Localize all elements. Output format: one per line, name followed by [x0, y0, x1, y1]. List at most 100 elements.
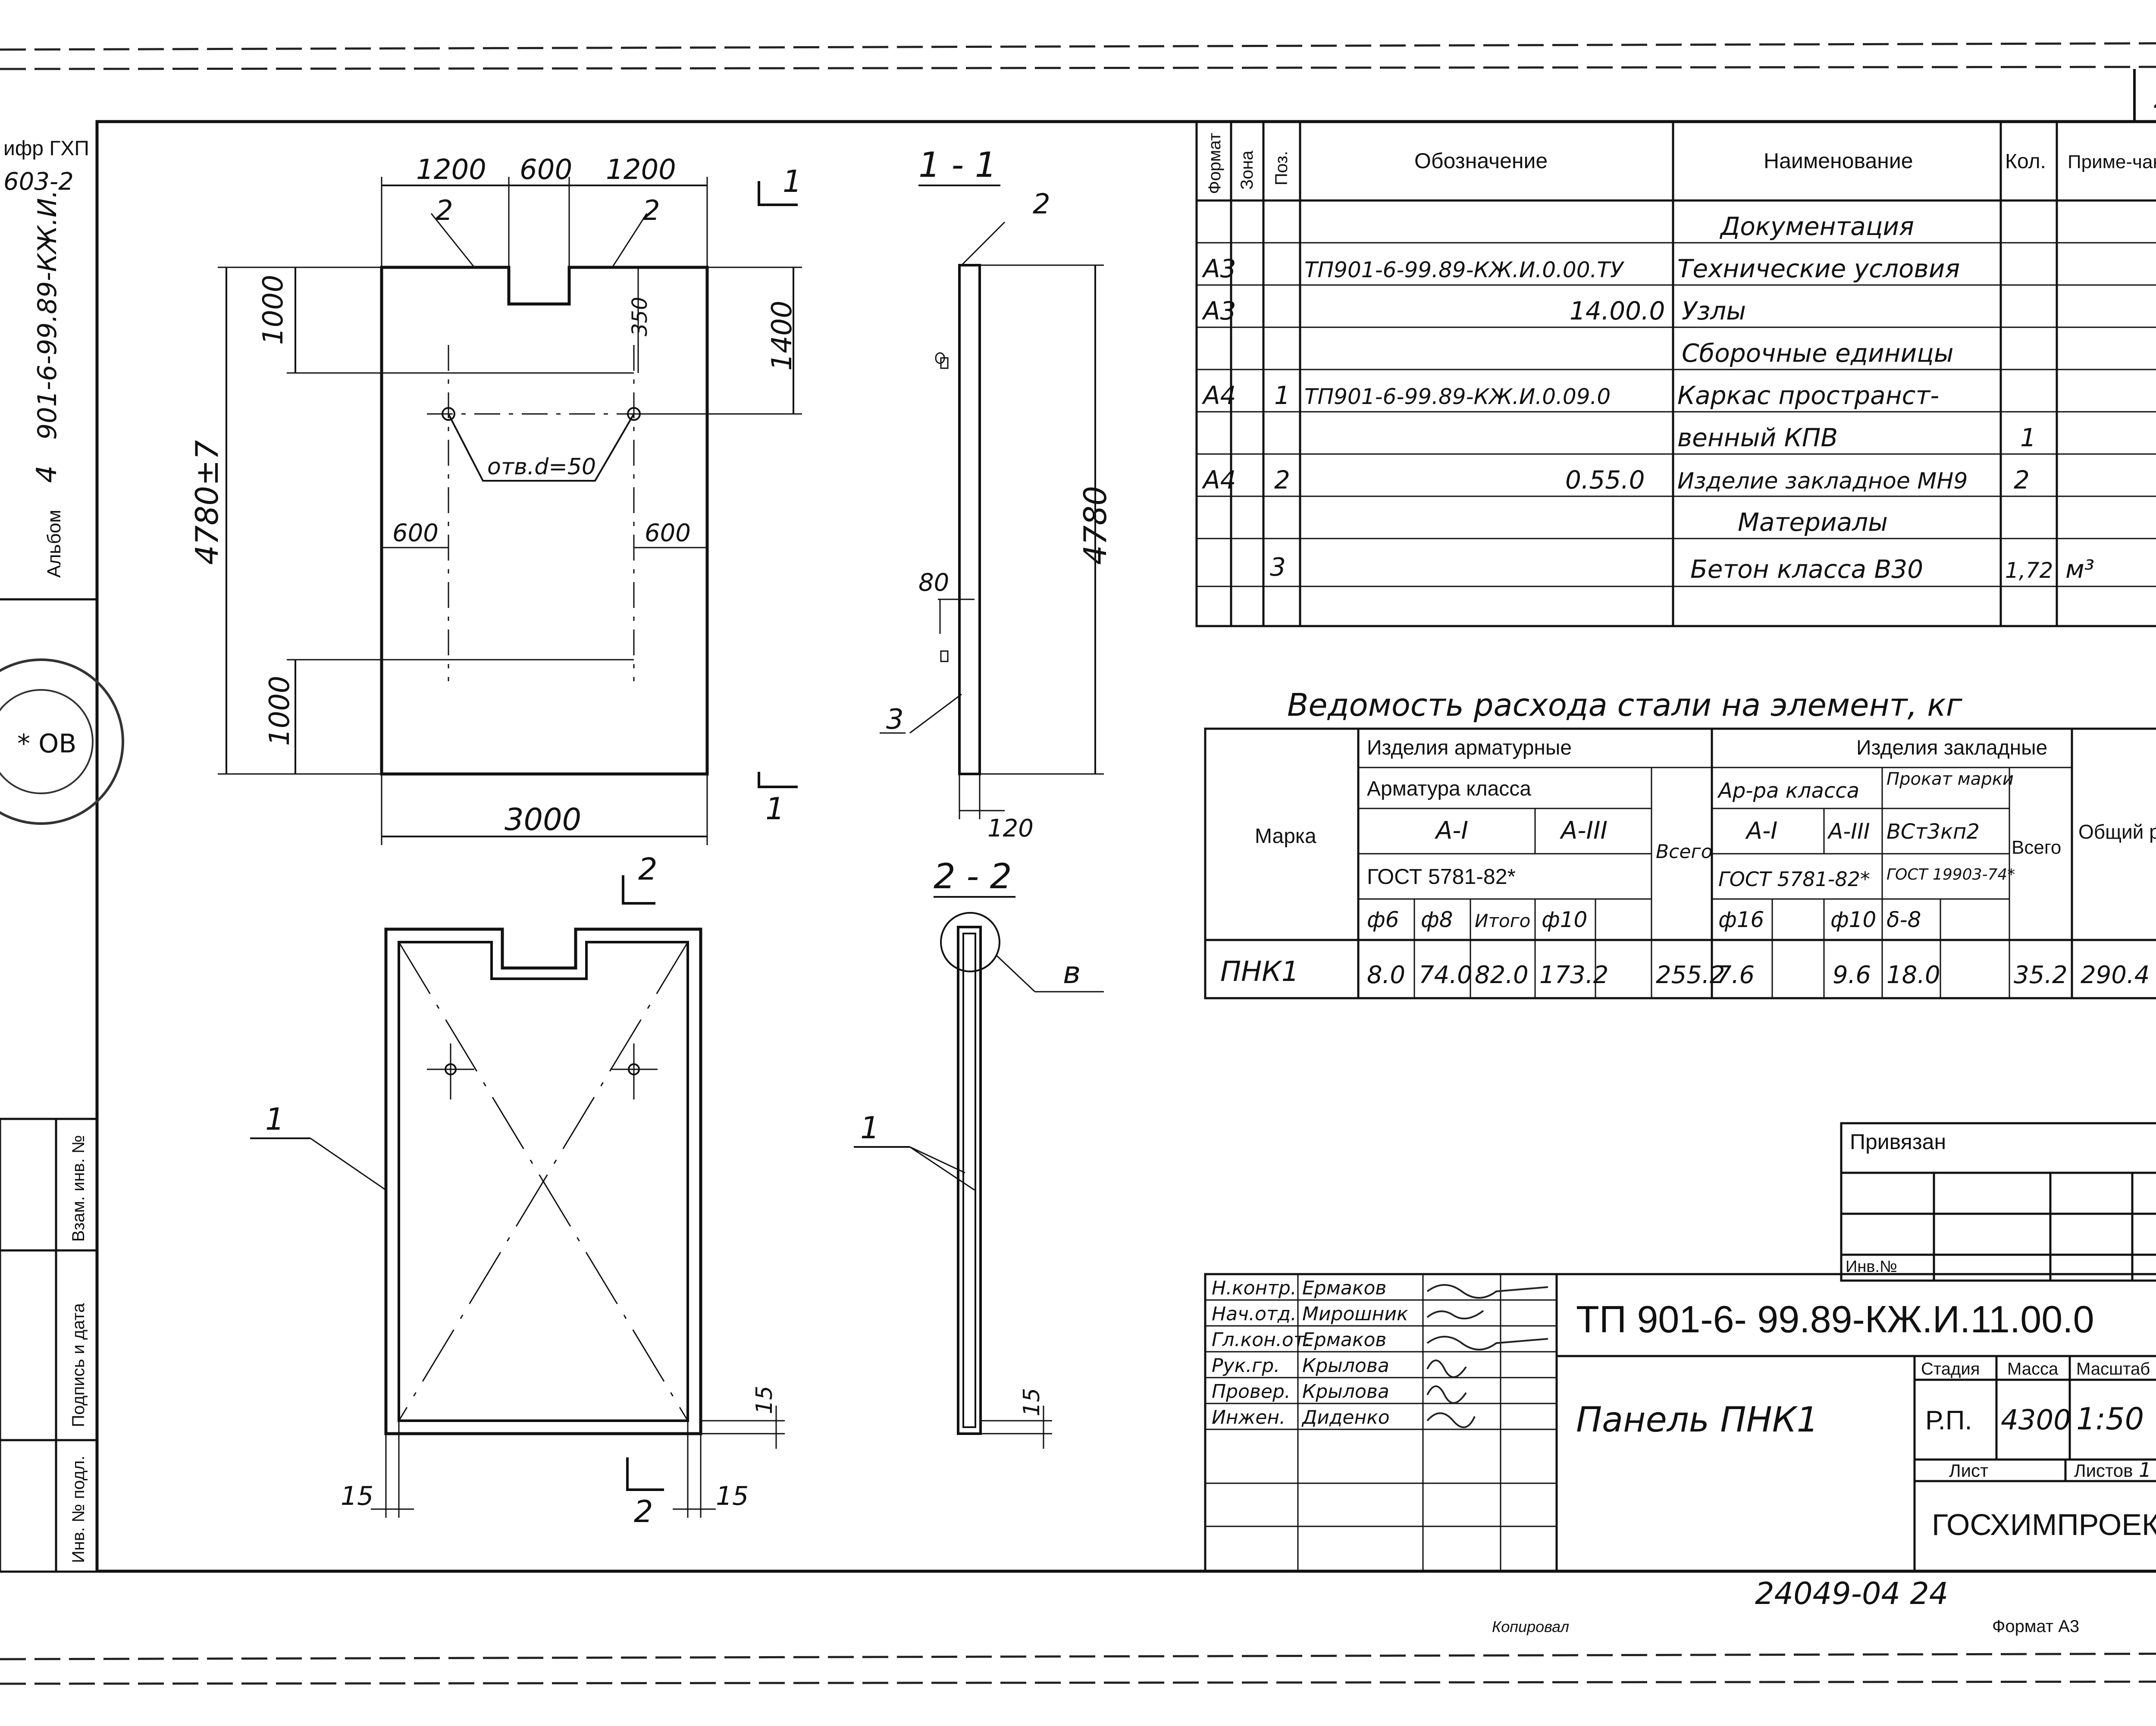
panel-plan-view — [218, 177, 802, 845]
section-1-1-pos-2: 2 — [1033, 188, 1050, 220]
section-2-2-pos-1: 1 — [860, 1110, 880, 1146]
steel-val-total: 290.4 — [2081, 961, 2150, 989]
tb-sheets-value: 1 — [2139, 1458, 2151, 1482]
dim-1400: 1400 — [766, 301, 798, 371]
spec-header-pos: Поз. — [1272, 151, 1291, 185]
tb-inv: Инв.№ — [1846, 1258, 1897, 1276]
steel-header-arm-klassa2: Ар-ра класса — [1717, 779, 1859, 803]
steel-header-a1b: А-I — [1745, 817, 1777, 844]
steel-header-a1: А-I — [1435, 817, 1468, 845]
spec-row-7-format: А4 — [1201, 465, 1236, 495]
format-label: Формат А3 — [1992, 1617, 2079, 1636]
steel-val-f10: 173.2 — [1539, 961, 1608, 989]
tb-role-6: Инжен. — [1212, 1406, 1285, 1428]
steel-table: Марка Изделия арматурные Арматура класса… — [1204, 727, 2156, 999]
steel-header-gost1: ГОСТ 5781-82* — [1367, 865, 1516, 889]
steel-val-f16: 7.6 — [1716, 961, 1755, 989]
pos-2-right: 2 — [642, 195, 660, 227]
steel-val-vsego2: 35.2 — [2014, 961, 2068, 989]
steel-header-arm-klassa: Арматура класса — [1367, 777, 1531, 800]
tb-scale-label: Масштаб — [2076, 1359, 2150, 1378]
tb-stage-label: Стадия — [1921, 1359, 1980, 1378]
spec-header-zone: Зона — [1238, 150, 1257, 190]
tb-doc-code: ТП 901-6- 99.89-КЖ.И.11.00.0 — [1576, 1298, 2094, 1341]
spec-row-5-pos: 1 — [1274, 381, 1290, 410]
spec-row-1-name: Документация — [1719, 212, 1914, 241]
steel-header-obsh: Общий расход — [2078, 821, 2156, 843]
steel-val-f8: 74.0 — [1419, 961, 1473, 989]
tb-role-5: Провер. — [1212, 1381, 1291, 1403]
tb-privyazan: Привязан — [1850, 1130, 1946, 1154]
spec-row-6-qty: 1 — [2020, 423, 2036, 452]
signature-scribbles-icon — [1426, 1284, 1548, 1428]
section-2-2-texts: 2 - 2 в 1 15 — [860, 856, 1081, 1416]
dim-600-right: 600 — [645, 519, 691, 547]
steel-header-zaklad: Изделия закладные — [1856, 736, 2047, 759]
spec-row-3-format: А3 — [1201, 296, 1236, 326]
dim-3000: 3000 — [505, 802, 581, 837]
page-number: 23 — [2154, 81, 2156, 115]
steel-header-vsego1: Всего — [1656, 841, 1712, 863]
cage-pos-1: 1 — [265, 1102, 285, 1137]
steel-val-delta8: 18.0 — [1887, 961, 1940, 989]
seal-stamp-icon: * ОВ — [0, 658, 124, 825]
spec-header-format: Формат — [1205, 133, 1224, 194]
spec-row-2-designation: ТП901-6-99.89-КЖ.И.0.00.ТУ — [1304, 257, 1625, 282]
steel-header-gost2: ГОСТ 5781-82* — [1718, 868, 1870, 891]
tb-sheets-label: Листов — [2074, 1460, 2133, 1481]
cipher-value: 603-2 — [3, 168, 74, 196]
main-frame — [95, 120, 2156, 1573]
box-inv-podl: Инв. № подл. — [69, 1456, 88, 1563]
steel-val-f10b: 9.6 — [1833, 961, 1871, 989]
spec-row-4-name: Сборочные единицы — [1682, 338, 1954, 368]
dim-1200-left: 1200 — [416, 154, 486, 186]
dim-1000-top: 1000 — [257, 275, 289, 345]
svg-text:* ОВ: * ОВ — [17, 729, 76, 759]
tb-scale: 1:50 — [2076, 1401, 2144, 1437]
stamp-number: 24049-04 24 — [1755, 1576, 1948, 1611]
spec-row-7-qty: 2 — [2014, 465, 2030, 495]
left-strip: ифр ГХП 603-2 901-6-99.89-КЖ.И. Альбом 4… — [0, 137, 124, 1573]
spec-row-3-name: Узлы — [1682, 296, 1746, 326]
tb-role-2: Нач.отд. — [1212, 1303, 1297, 1325]
spec-row-7-name: Изделие закладное МН9 — [1677, 468, 1968, 494]
section-2-2-title: 2 - 2 — [934, 856, 1012, 896]
dim-600-top: 600 — [520, 154, 572, 186]
tb-role-1: Н.контр. — [1212, 1277, 1297, 1299]
section-2-2-dim-15: 15 — [1019, 1388, 1045, 1416]
top-dashes — [0, 42, 2156, 70]
box-zam-inv: Взам. инв. № — [69, 1135, 88, 1242]
dim-120: 120 — [987, 814, 1034, 843]
steel-header-vsego2: Всего — [2012, 837, 2061, 858]
steel-header-a3: А-III — [1560, 817, 1608, 845]
section-mark-1-top: 1 — [783, 164, 802, 199]
steel-header-a3b: А-III — [1827, 819, 1870, 844]
section-mark-2-top: 2 — [638, 852, 658, 887]
spec-header-note: Приме-чание — [2068, 151, 2156, 172]
tb-name-4: Крылова — [1302, 1355, 1389, 1377]
steel-sub-f8: ф8 — [1421, 907, 1453, 932]
spec-row-9-qty: 1,72 — [2005, 558, 2053, 583]
cage-dim-15-left: 15 — [341, 1481, 373, 1511]
tb-role-4: Рук.гр. — [1212, 1355, 1280, 1377]
section-1-1-title: 1 - 1 — [918, 145, 997, 185]
cage-dim-15-right: 15 — [716, 1481, 749, 1511]
steel-header-prokat: Прокат марки — [1887, 769, 2014, 789]
spec-row-6-name: венный КПВ — [1677, 423, 1838, 452]
bottom-dashes — [0, 1652, 2156, 1685]
pos-2-left: 2 — [436, 195, 453, 227]
steel-sub-f10: ф10 — [1542, 907, 1587, 932]
steel-sub-f16: ф16 — [1718, 907, 1764, 932]
section-1-1-pos-3: 3 — [886, 704, 904, 736]
steel-sub-f10b: ф10 — [1830, 907, 1876, 932]
steel-header-marka: Марка — [1255, 825, 1316, 848]
steel-sub-delta8: δ-8 — [1887, 907, 1921, 932]
section-1-1-view — [880, 185, 1104, 819]
section-2-2-view — [854, 896, 1104, 1449]
hole-note: отв.d=50 — [487, 454, 596, 480]
steel-val-itogo: 82.0 — [1475, 961, 1529, 989]
page-number-box: 23 — [2133, 69, 2156, 122]
tb-sheet-label: Лист — [1949, 1460, 1988, 1481]
tb-name-2: Мирошник — [1302, 1303, 1408, 1325]
